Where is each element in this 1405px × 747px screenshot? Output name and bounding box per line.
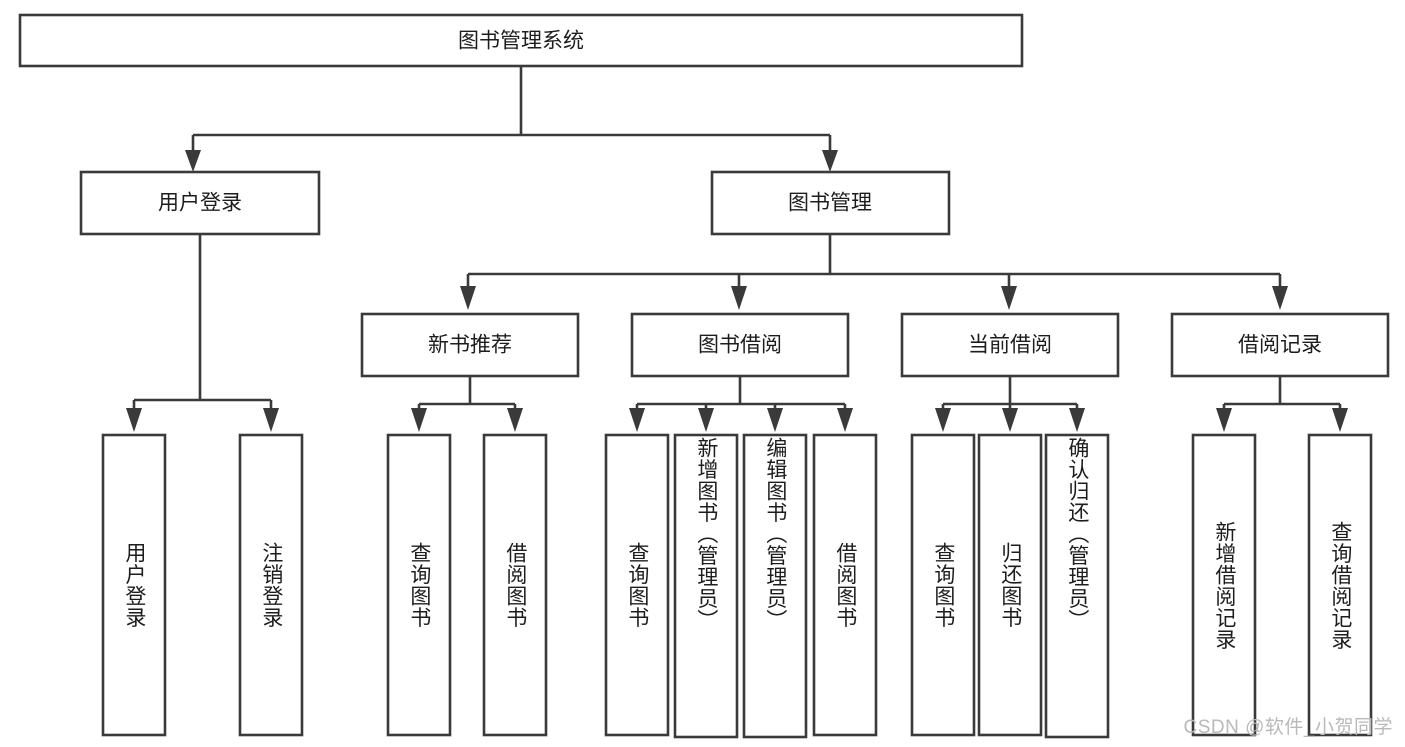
arrow-head-icon [1069,408,1085,432]
leaf-boxes [101,433,1373,739]
arrow-head-icon [629,408,645,432]
leaf-box-borrow-book-2[interactable] [812,433,878,737]
leaf-box-query-book-3[interactable] [910,433,976,737]
arrow-head-icon [767,408,783,432]
csdn-watermark: CSDN @软件_小贺同学 [1183,717,1393,738]
connector-borrow-record-to-leaves [1216,376,1348,432]
arrow-head-icon [460,286,476,310]
node-book-management[interactable]: 图书管理 [710,170,951,236]
leaf-box-logout-login[interactable] [238,433,304,737]
node-current-borrow[interactable]: 当前借阅 [900,312,1120,378]
arrow-head-icon [411,408,427,432]
leaf-box-edit-book[interactable] [742,433,808,739]
connector-book-management-to-level3 [460,234,1288,310]
leaf-box-return-book[interactable] [977,433,1043,737]
arrow-head-icon [263,408,279,432]
leaf-box-add-book[interactable] [673,433,739,739]
arrow-head-icon [698,408,714,432]
node-book-borrow-label: 图书借阅 [698,334,782,357]
connector-new-book-recommend-to-leaves [411,376,523,432]
connector-user-login-to-leaves [126,234,279,432]
node-book-borrow[interactable]: 图书借阅 [630,312,850,378]
arrow-head-icon [822,150,838,172]
leaf-box-query-record[interactable] [1307,433,1373,737]
leaf-box-borrow-book-1[interactable] [482,433,548,737]
arrow-head-icon [185,150,201,172]
arrow-head-icon [731,286,747,310]
connector-root-to-level2 [185,65,838,172]
leaf-box-add-record[interactable] [1191,433,1257,737]
node-user-login[interactable]: 用户登录 [79,170,321,236]
node-root[interactable]: 图书管理系统 [18,13,1024,68]
arrow-head-icon [1002,408,1018,432]
arrow-head-icon [507,408,523,432]
leaf-box-user-login[interactable] [101,433,167,737]
leaf-box-query-book-1[interactable] [386,433,452,737]
node-new-book-recommend[interactable]: 新书推荐 [360,312,580,378]
node-current-borrow-label: 当前借阅 [968,334,1052,357]
arrow-head-icon [126,408,142,432]
node-new-book-recommend-label: 新书推荐 [428,334,512,357]
arrow-head-icon [837,408,853,432]
node-borrow-record[interactable]: 借阅记录 [1170,312,1390,378]
arrow-head-icon [1332,408,1348,432]
connector-book-borrow-to-leaves [629,376,853,432]
leaf-box-confirm-return[interactable] [1044,433,1110,739]
leaf-box-query-book-2[interactable] [604,433,670,737]
connector-current-borrow-to-leaves [935,376,1085,432]
arrow-head-icon [1216,408,1232,432]
node-book-management-label: 图书管理 [788,192,872,215]
node-root-label: 图书管理系统 [458,30,584,53]
node-user-login-label: 用户登录 [158,192,242,215]
arrow-head-icon [935,408,951,432]
node-borrow-record-label: 借阅记录 [1238,334,1322,357]
arrow-head-icon [1001,286,1017,310]
arrow-head-icon [1272,286,1288,310]
